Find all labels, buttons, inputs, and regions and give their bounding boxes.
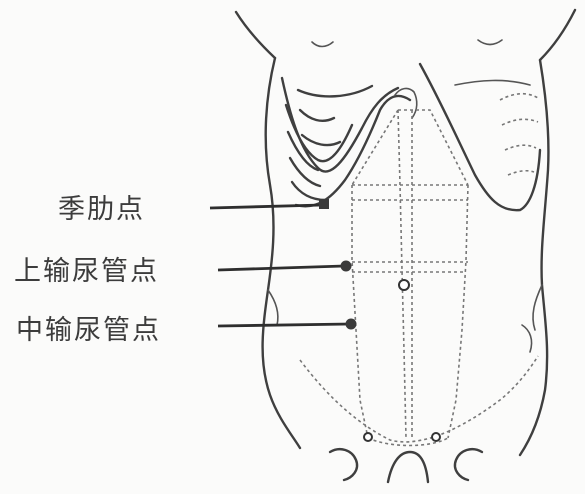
left-torso-outline [263,58,300,448]
navel [399,280,409,290]
left-rib-cage [282,78,398,200]
left-pubic-tubercle [364,433,372,441]
upper-ureteral-point-label: 上输尿管点 [14,258,159,285]
inguinal-curve [300,356,538,442]
right-rib-markings [500,94,538,175]
left-shoulder-outline [236,12,275,58]
right-groin-line [455,449,482,480]
neck-notch-right [478,40,502,45]
right-rib-hint [455,80,530,85]
upper-ureteral-point-marker [341,261,352,272]
right-costal-margin [420,64,540,210]
right-shoulder-outline [540,10,575,60]
middle-ureteral-point-label: 中输尿管点 [16,317,161,344]
costal-point-label: 季肋点 [58,196,145,223]
costal-point-leader [210,205,322,208]
middle-ureteral-point-leader [218,324,350,326]
upper-ureteral-point-leader [218,266,344,270]
left-costal-margin [296,96,410,206]
pubic-arch [388,452,428,482]
costal-point-marker [319,199,329,209]
neck-notch-left [312,42,333,47]
xiphoid [395,88,417,118]
left-groin-line [330,449,357,480]
right-pubic-tubercle [432,433,440,441]
rectus-abdominis-grid [352,110,468,446]
right-torso-outline [520,60,548,455]
right-iliac-curve [522,325,532,352]
left-waist-curve [268,290,278,325]
right-waist-curve [533,285,542,330]
middle-ureteral-point-marker [346,319,357,330]
